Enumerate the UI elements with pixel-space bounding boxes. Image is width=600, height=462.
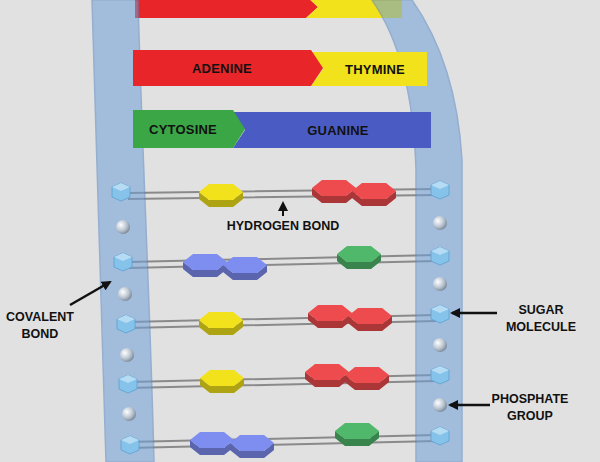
thymine-bar: THYMINE xyxy=(311,52,427,86)
base-name: ADENINE xyxy=(192,61,252,76)
adenine-bar: ADENINE xyxy=(133,50,323,86)
base-name: THYMINE xyxy=(345,62,405,77)
bond-label: COVALENT BOND xyxy=(4,309,76,343)
guanine-bar: GUANINE xyxy=(233,112,431,148)
base-name: CYTOSINE xyxy=(149,122,217,137)
bond-label: HYDROGEN BOND xyxy=(208,218,358,235)
base-name: GUANINE xyxy=(307,123,368,138)
cytosine-bar: CYTOSINE xyxy=(133,110,245,148)
part-label: SUGAR MOLECULE xyxy=(496,302,586,336)
part-label: PHOSPHATE GROUP xyxy=(482,391,578,425)
